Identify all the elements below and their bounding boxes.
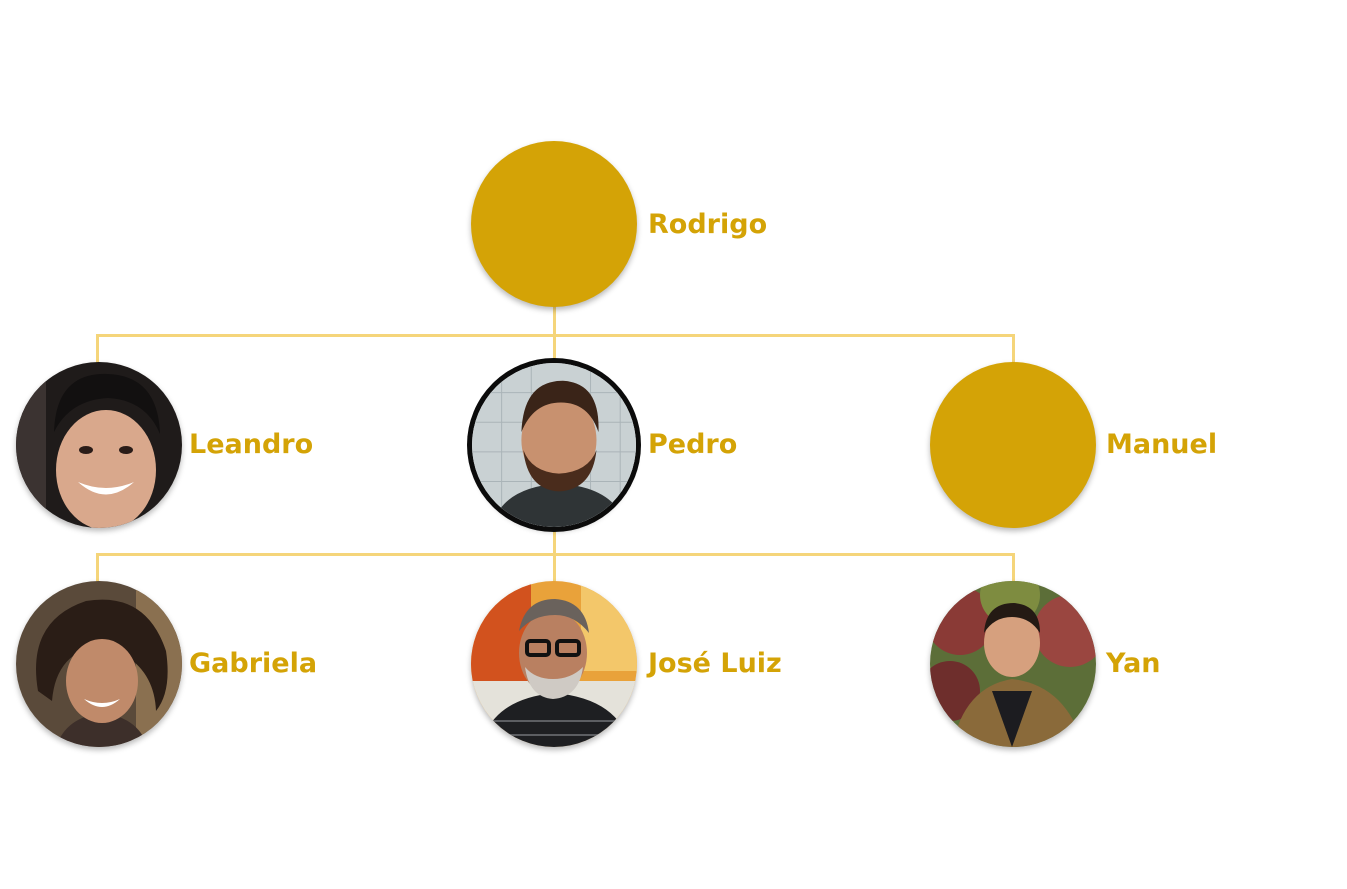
avatar-jose-luiz xyxy=(471,581,637,747)
name-jose-luiz: José Luiz xyxy=(648,648,782,679)
name-manuel: Manuel xyxy=(1106,429,1218,460)
name-pedro: Pedro xyxy=(648,429,738,460)
connector-rodrigo-down xyxy=(553,300,556,336)
avatar-leandro xyxy=(16,362,182,528)
connector-pedro-down xyxy=(553,520,556,555)
leandro-photo-icon xyxy=(16,362,182,528)
name-yan: Yan xyxy=(1106,648,1161,679)
avatar-manuel xyxy=(930,362,1096,528)
avatar-yan xyxy=(930,581,1096,747)
jose-luiz-photo-icon xyxy=(471,581,637,747)
connector-jose-luiz-up xyxy=(553,553,556,583)
yan-photo-icon xyxy=(930,581,1096,747)
gabriela-photo-icon xyxy=(16,581,182,747)
connector-yan-up xyxy=(1012,553,1015,585)
pedro-photo-icon xyxy=(472,363,636,527)
avatar-rodrigo xyxy=(471,141,637,307)
avatar-pedro xyxy=(472,363,636,527)
avatar-gabriela xyxy=(16,581,182,747)
connector-leandro-up xyxy=(96,334,99,366)
name-gabriela: Gabriela xyxy=(189,648,318,679)
connector-gabriela-up xyxy=(96,553,99,585)
connector-manuel-up xyxy=(1012,334,1015,366)
connector-pedro-up xyxy=(553,334,556,364)
name-leandro: Leandro xyxy=(189,429,314,460)
name-rodrigo: Rodrigo xyxy=(648,209,768,240)
